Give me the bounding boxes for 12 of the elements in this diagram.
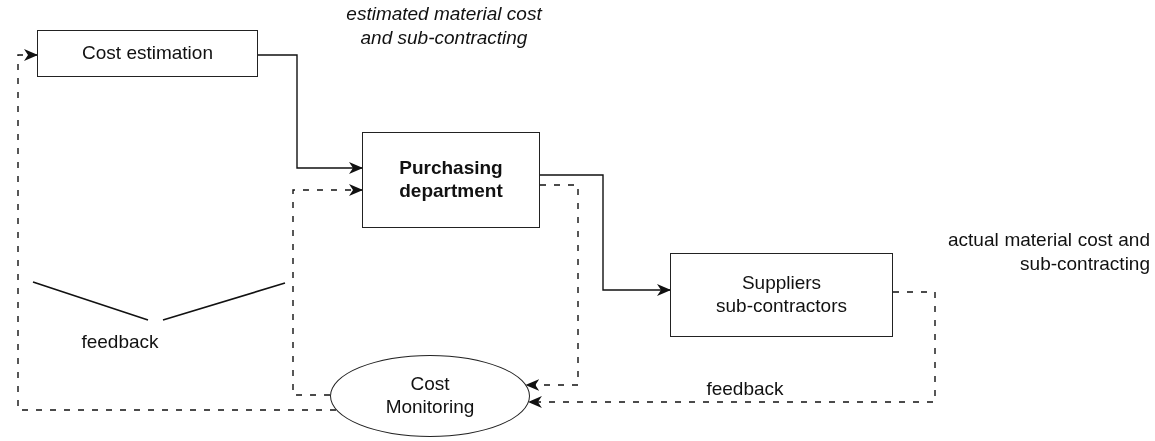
dashed-arrow [292,184,363,396]
arrow [539,174,671,296]
process-box [362,132,540,228]
edge-label: estimated material cost and sub-contracting [345,2,544,50]
node-label: Suppliers sub-contractors [715,272,848,318]
node-label: Cost Monitoring [384,373,476,419]
dashed-arrow [17,49,337,411]
arrow [257,54,363,174]
node-label: Purchasing department [398,157,504,203]
node-label: Cost estimation [82,42,213,65]
process-box [670,253,893,337]
process-box [37,30,258,77]
